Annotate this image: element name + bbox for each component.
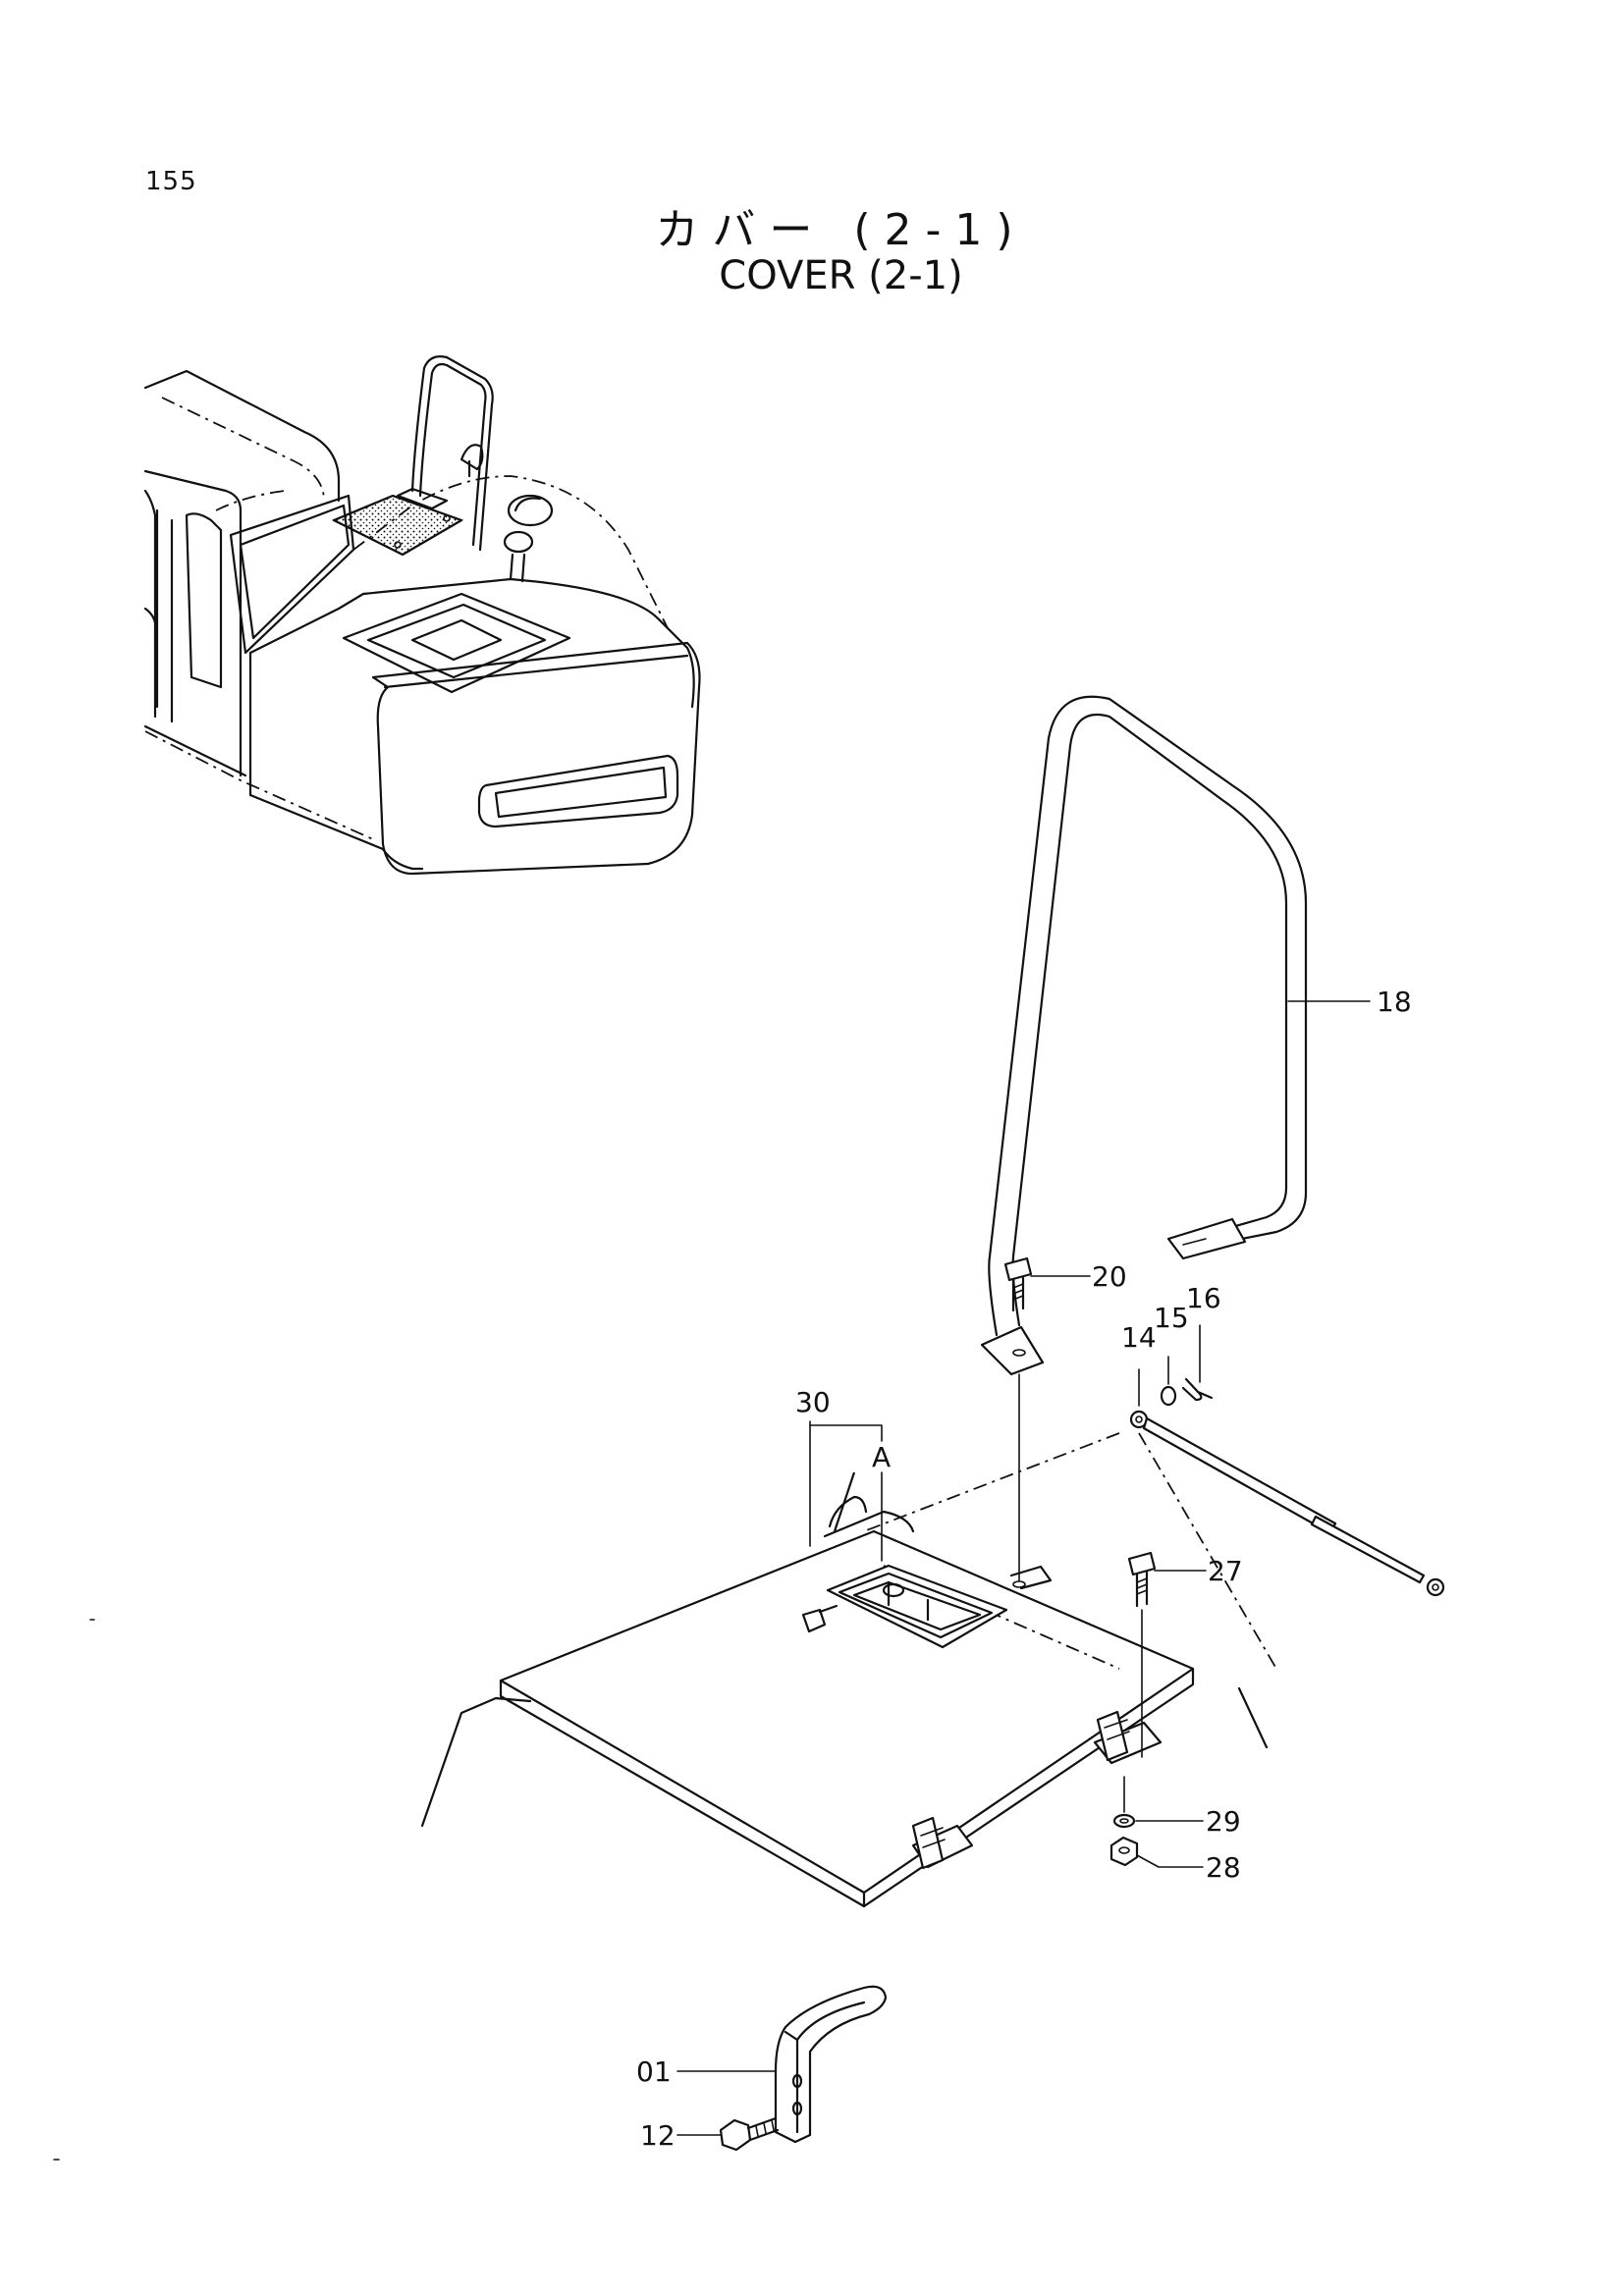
gas-spring-part	[1129, 1377, 1445, 1597]
callout-A: A	[872, 1441, 891, 1473]
page-title-japanese: カバー (2-1)	[655, 205, 1027, 255]
nut-part-28	[1109, 1836, 1139, 1867]
callout-12: 12	[640, 2119, 676, 2152]
page-number: 155	[145, 167, 197, 196]
page-title-english: COVER (2-1)	[719, 253, 963, 298]
callout-14: 14	[1121, 1321, 1157, 1354]
callout-29: 29	[1206, 1805, 1241, 1838]
bracket-part-01	[774, 1985, 888, 2144]
bolt-part-27	[1127, 1551, 1157, 1608]
callout-16: 16	[1186, 1282, 1221, 1314]
callout-01: 01	[636, 2056, 672, 2088]
bolt-part-20	[1003, 1256, 1033, 1312]
callout-20: 20	[1092, 1260, 1127, 1293]
callout-15: 15	[1154, 1302, 1189, 1334]
callout-27: 27	[1208, 1555, 1243, 1587]
callout-30: 30	[795, 1386, 831, 1418]
machine-overview-inset	[143, 355, 701, 876]
callout-28: 28	[1206, 1851, 1241, 1884]
callout-18: 18	[1377, 986, 1412, 1018]
washer-part-29	[1112, 1813, 1136, 1829]
cover-panel-part	[420, 1432, 1277, 1908]
bolt-part-12	[719, 2116, 780, 2152]
